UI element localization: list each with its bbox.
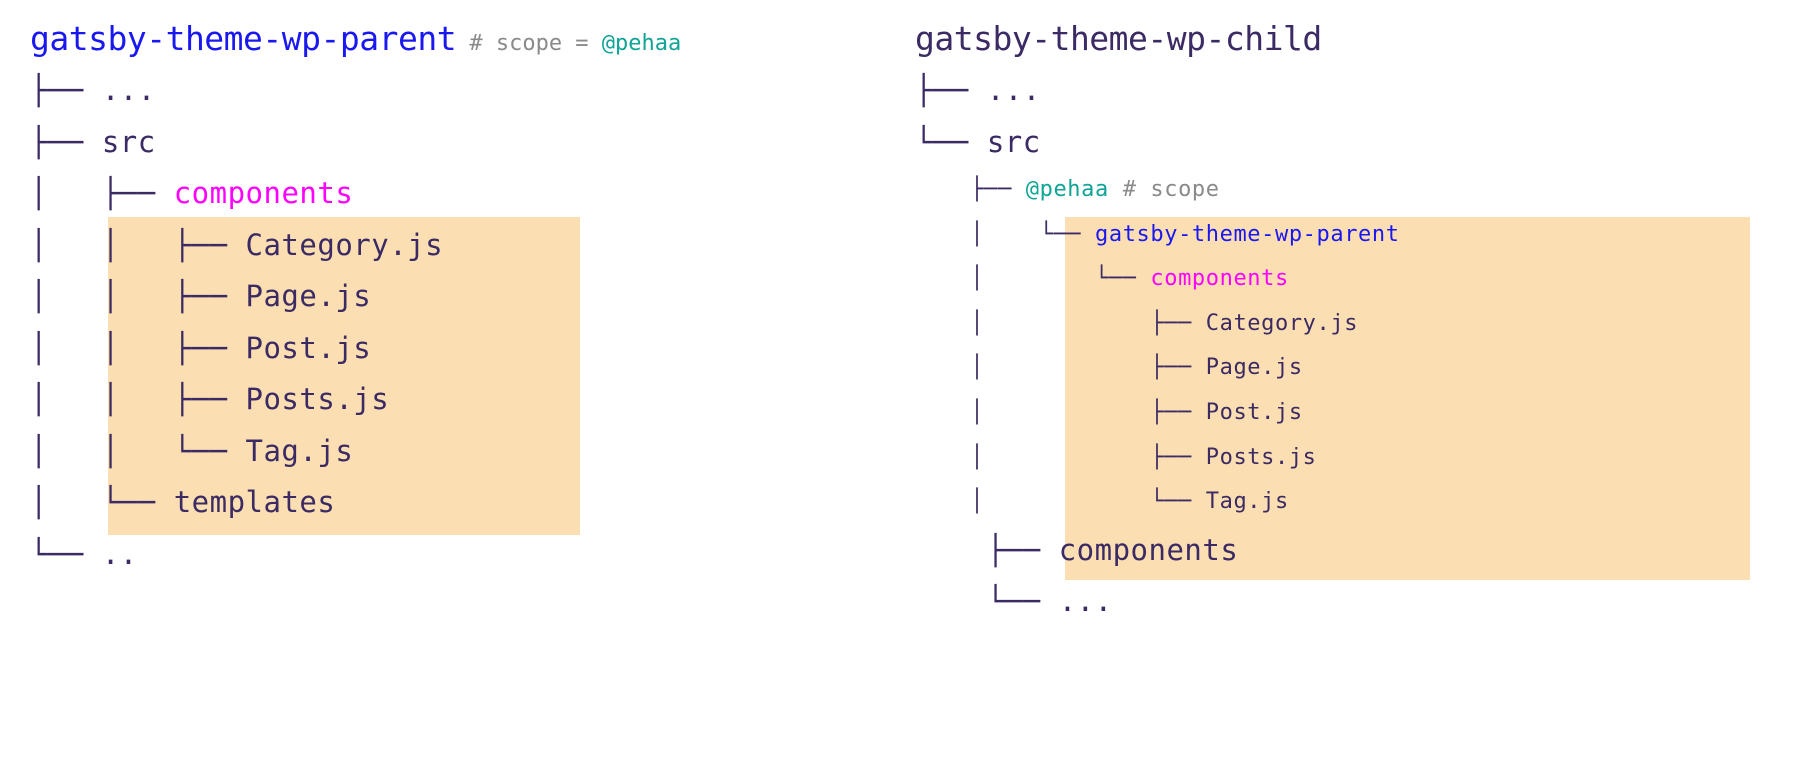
tree-node-label: Posts.js [245,382,390,416]
tree-row: │ │ ├── Post.js [30,323,681,375]
tree-row: └── src [915,117,1400,169]
tree-row: │ ├── components [30,168,681,220]
tree-node-label: Post.js [1205,399,1303,425]
tree-row: ├── ... [30,65,681,117]
tree-branch-glyph: │ │ ├── [30,227,246,262]
left-tree-root-comment: # scope = @pehaa [456,31,681,56]
tree-row: └── .. [30,529,681,581]
left-tree-highlight-block [108,217,580,535]
tree-node-label: src [101,124,156,159]
right-tree-highlight-block [1065,217,1750,580]
tree-row: │ ├── Posts.js [915,436,1400,481]
tree-node-comment: # scope [1108,177,1220,202]
tree-branch-glyph: └── [915,124,987,159]
tree-branch-glyph: ├── [915,532,1059,567]
left-tree-root-label: gatsby-theme-wp-parent [30,19,457,58]
tree-branch-glyph: │ │ ├── [30,330,246,365]
right-tree-rows: ├── ...└── src ├── @pehaa # scope │ └── … [915,65,1750,628]
tree-node-label: .. [101,536,138,571]
tree-node-label: ... [986,73,1041,107]
tree-node-label: Tag.js [1205,489,1289,515]
tree-node-label: Category.js [245,227,444,262]
tree-branch-glyph: │ ├── [915,399,1206,425]
tree-node-label: templates [173,485,336,519]
tree-row: │ └── templates [30,477,681,529]
tree-branch-glyph: │ ├── [30,176,174,210]
tree-node-label: @pehaa [1025,177,1109,202]
tree-node-label: Page.js [1205,355,1303,381]
tree-row: │ │ ├── Posts.js [30,374,681,426]
right-tree-title-line: gatsby-theme-wp-child [915,22,1400,55]
tree-node-label: Posts.js [1205,444,1317,470]
tree-branch-glyph: ├── [915,177,1026,202]
tree-branch-glyph: └── [30,536,102,571]
tree-branch-glyph: │ │ ├── [30,382,246,416]
tree-branch-glyph: ├── [30,124,102,159]
tree-row: │ │ └── Tag.js [30,426,681,478]
tree-node-label: Post.js [245,330,372,365]
tree-row: │ └── components [915,257,1400,302]
tree-row: │ ├── Page.js [915,346,1400,391]
tree-node-label: components [1150,266,1289,292]
tree-row: ├── components [915,525,1400,577]
tree-branch-glyph: │ ├── [915,310,1206,336]
tree-node-label: components [173,176,354,210]
tree-branch-glyph: │ ├── [915,355,1206,381]
tree-row: │ └── Tag.js [915,480,1400,525]
tree-branch-glyph: │ ├── [915,444,1206,470]
tree-row: ├── @pehaa # scope [915,168,1400,213]
tree-branch-glyph: │ │ ├── [30,279,246,313]
tree-row: │ │ ├── Category.js [30,220,681,272]
tree-branch-glyph: │ └── [915,266,1151,292]
tree-node-label: gatsby-theme-wp-parent [1095,221,1400,247]
left-tree-title-line: gatsby-theme-wp-parent # scope = @pehaa [30,22,681,55]
tree-branch-glyph: │ └── [915,489,1206,515]
right-tree-panel: gatsby-theme-wp-child ├── ...└── src ├──… [915,22,1750,628]
left-tree-rows: ├── ...├── src│ ├── components│ │ ├── Ca… [30,65,681,580]
tree-node-label: ... [101,73,156,107]
tree-branch-glyph: └── [915,584,1059,619]
left-tree-panel: gatsby-theme-wp-parent # scope = @pehaa … [30,22,681,580]
tree-node-label: src [986,124,1041,159]
tree-branch-glyph: ├── [30,73,102,107]
tree-row: ├── src [30,117,681,169]
tree-row: │ ├── Category.js [915,302,1400,347]
tree-row: │ └── gatsby-theme-wp-parent [915,213,1400,258]
tree-node-label: Category.js [1205,310,1359,336]
tree-node-label: components [1058,532,1239,567]
tree-branch-glyph: │ └── [30,485,174,519]
right-tree-root-label: gatsby-theme-wp-child [915,19,1322,58]
tree-row: │ ├── Post.js [915,391,1400,436]
tree-branch-glyph: │ └── [915,221,1095,247]
tree-branch-glyph: │ │ └── [30,433,246,468]
tree-branch-glyph: ├── [915,73,987,107]
tree-row: ├── ... [915,65,1400,117]
tree-row: └── ... [915,576,1400,628]
tree-node-label: Page.js [245,279,372,313]
left-tree-comment-scope: @pehaa [601,31,682,56]
tree-node-label: Tag.js [245,433,354,468]
tree-row: │ │ ├── Page.js [30,271,681,323]
left-tree-comment-text: # scope = [469,31,602,56]
tree-node-label: ... [1058,584,1113,619]
